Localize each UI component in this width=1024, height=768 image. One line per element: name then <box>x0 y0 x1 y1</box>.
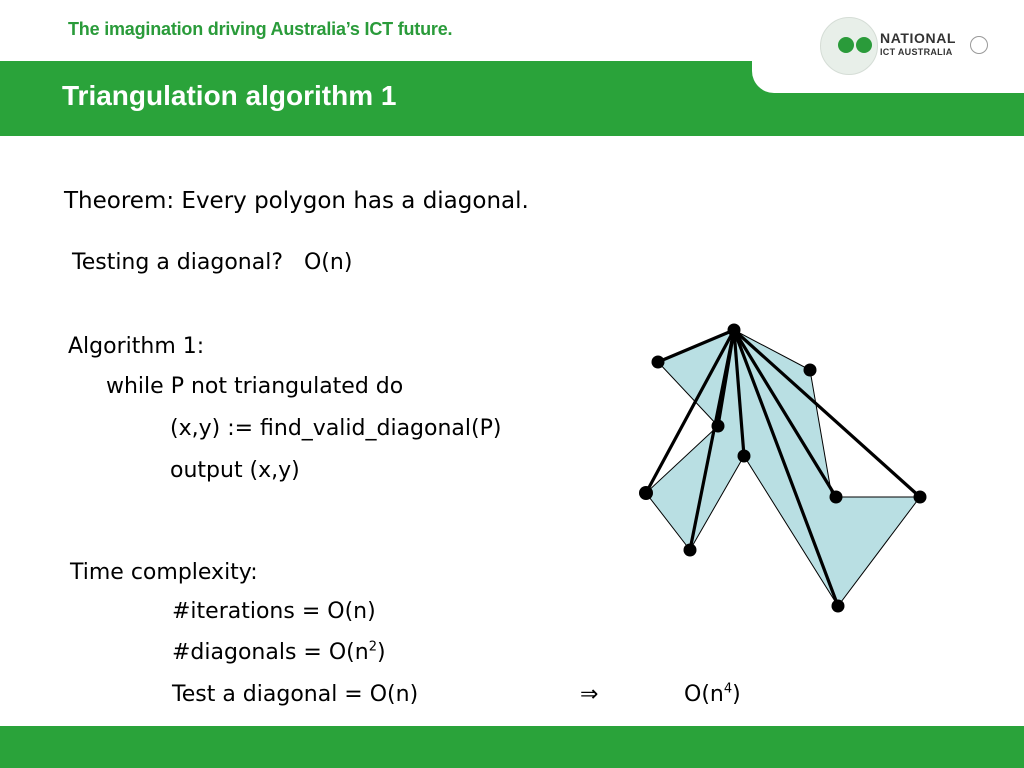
vertex-dot <box>829 490 843 504</box>
vertex-dot <box>831 599 845 613</box>
tagline: The imagination driving Australia’s ICT … <box>68 19 453 39</box>
vertex-dot <box>727 323 741 337</box>
diagonals-suffix: ) <box>376 640 386 665</box>
time-complexity-heading: Time complexity: <box>70 560 258 585</box>
diagonal-edge <box>716 328 736 428</box>
logo-dot-icon <box>838 37 854 53</box>
test-diagonal-text: Test a diagonal = O(n) <box>172 682 419 707</box>
logo-text-ict-australia: ICT AUSTRALIA <box>880 47 953 57</box>
diagonal-edge <box>656 328 736 364</box>
diagonals-text: #diagonals = O(n2) <box>172 639 386 665</box>
diagonal-edge <box>732 328 746 458</box>
diagonal-edge <box>732 328 838 499</box>
header-notch <box>752 61 1024 93</box>
logo-hollow-dot-icon <box>970 36 988 54</box>
algorithm-line-output: output (x,y) <box>170 458 300 483</box>
algorithm-line-while: while P not triangulated do <box>106 374 404 399</box>
vertex-dot <box>737 449 751 463</box>
result-suffix: ) <box>732 682 741 707</box>
vertex-dot <box>803 363 817 377</box>
implies-arrow-icon: ⇒ <box>580 682 599 707</box>
diagonals-prefix: #diagonals = O(n <box>172 640 369 665</box>
logo-text-national: NATIONAL <box>880 30 957 46</box>
logo-dot-icon <box>856 37 872 53</box>
algorithm-line-find: (x,y) := find_valid_diagonal(P) <box>170 416 502 441</box>
vertex-dot <box>711 419 725 433</box>
iterations-text: #iterations = O(n) <box>172 599 376 624</box>
vertex-dot <box>913 490 927 504</box>
diagonal-edge <box>732 328 922 499</box>
nicta-logo: NATIONAL ICT AUSTRALIA <box>818 14 998 76</box>
polygon-shape <box>645 329 922 607</box>
diagonal-edge <box>644 328 736 495</box>
vertex-dot <box>651 355 665 369</box>
footer-band <box>0 726 1024 768</box>
algorithm-heading: Algorithm 1: <box>68 334 205 359</box>
vertex-dot <box>683 543 697 557</box>
diagonals-exponent: 2 <box>368 639 377 655</box>
vertex-dot <box>639 486 653 500</box>
result-prefix: O(n <box>684 682 724 707</box>
diagonal-edge <box>732 328 840 608</box>
result-exponent: 4 <box>723 681 733 697</box>
theorem-text: Theorem: Every polygon has a diagonal. <box>64 188 529 214</box>
slide-title: Triangulation algorithm 1 <box>62 80 397 111</box>
testing-text: Testing a diagonal? O(n) <box>72 250 353 275</box>
result-text: O(n4) <box>684 681 741 707</box>
